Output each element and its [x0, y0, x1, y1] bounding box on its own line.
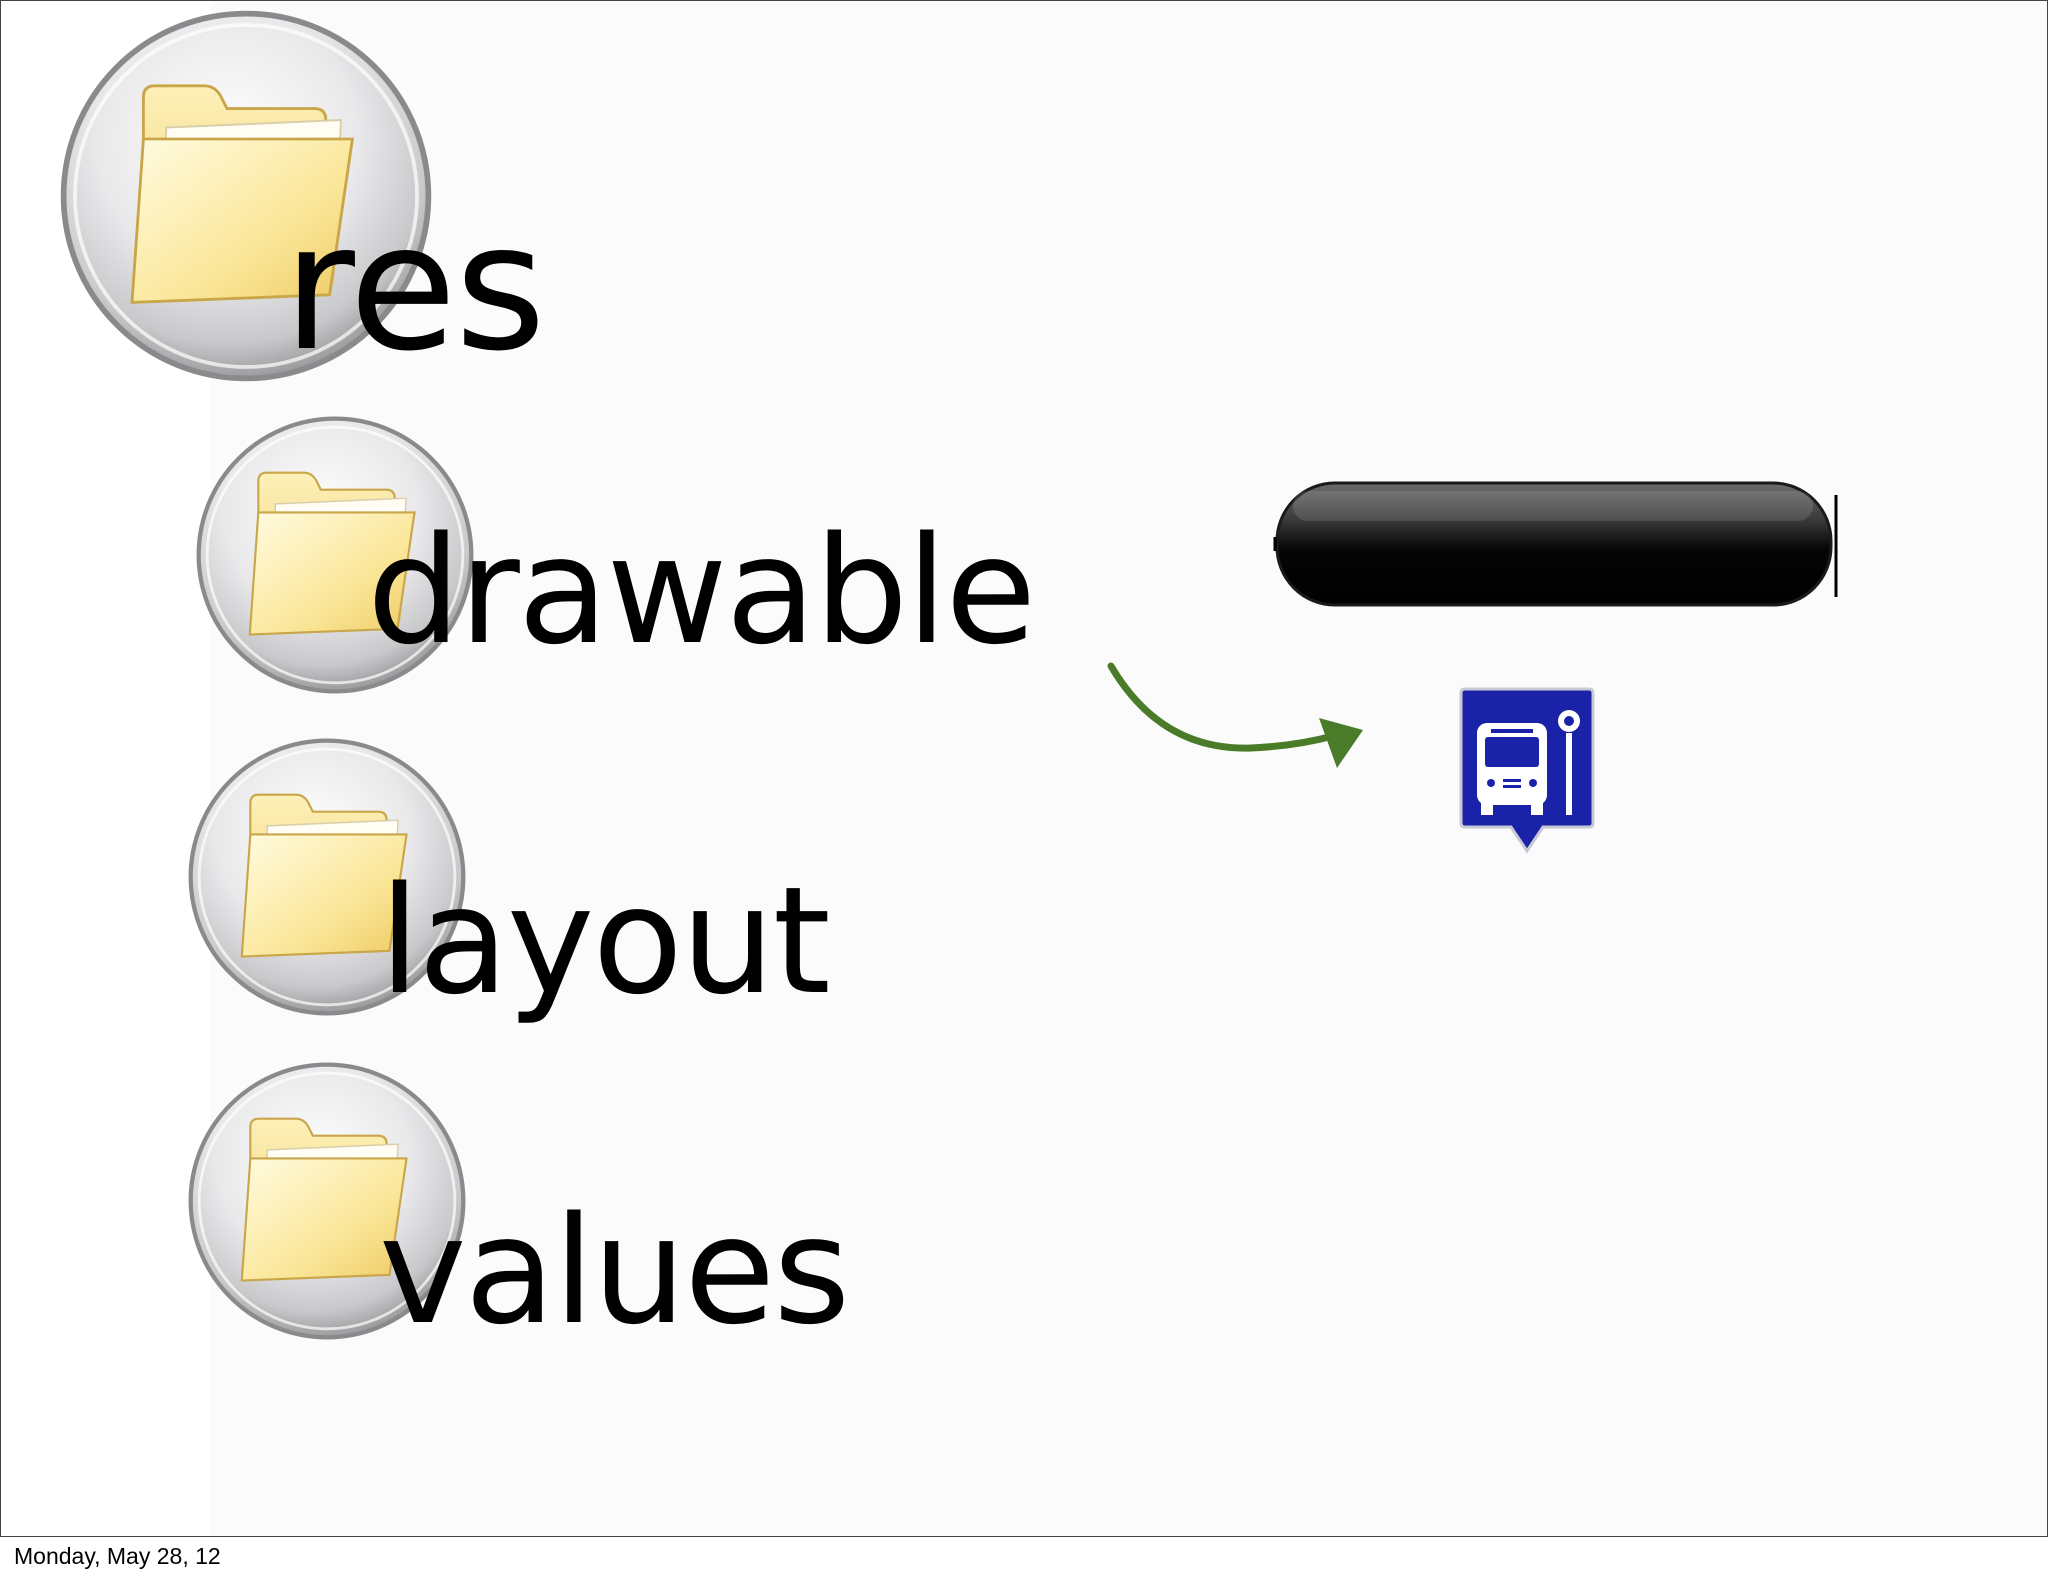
- slide: res drawable layout values: [0, 0, 2048, 1537]
- folder-label-layout: layout: [379, 855, 831, 1027]
- slide-background: [211, 1, 2047, 1536]
- black-pill-button-image: [1273, 481, 1838, 607]
- footer-date: Monday, May 28, 12: [14, 1543, 221, 1569]
- folder-label-drawable: drawable: [367, 505, 1036, 677]
- bus-stop-marker-icon: [1459, 687, 1595, 854]
- green-curved-arrow-icon: [1107, 662, 1363, 768]
- folder-label-res: res: [283, 187, 546, 390]
- folder-label-values: values: [379, 1185, 850, 1357]
